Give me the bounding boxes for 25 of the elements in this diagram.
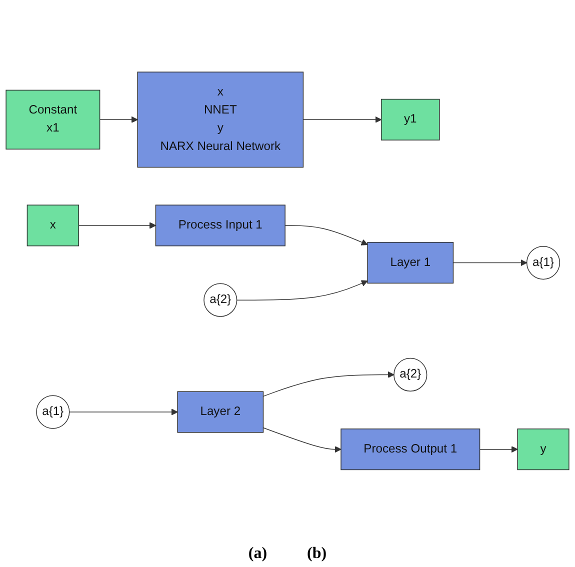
arrow xyxy=(302,116,382,123)
node-box: Process Output 1 xyxy=(340,428,480,470)
arrow xyxy=(262,371,394,396)
node-circle: a{1} xyxy=(36,394,70,428)
node-box: Constant x1 xyxy=(6,89,100,150)
node-circle: a{2} xyxy=(394,358,428,392)
arrow xyxy=(68,408,178,415)
node-box: y1 xyxy=(380,98,440,140)
panel-label: (a) xyxy=(248,545,268,563)
arrow xyxy=(236,280,368,300)
arrow xyxy=(262,426,342,452)
arrow xyxy=(78,222,156,228)
node-box: x NNET y NARX Neural Network xyxy=(137,71,304,168)
node-box: Process Input 1 xyxy=(155,204,286,246)
node-box: Layer 1 xyxy=(367,242,454,284)
arrow xyxy=(284,224,368,245)
node-box: y xyxy=(517,428,570,470)
node-circle: a{1} xyxy=(526,246,560,280)
arrow xyxy=(99,116,138,123)
node-box: x xyxy=(26,204,79,246)
panel-label: (b) xyxy=(307,545,327,563)
arrow xyxy=(479,446,518,452)
node-box: Layer 2 xyxy=(177,390,264,432)
arrow xyxy=(452,259,528,266)
node-circle: a{2} xyxy=(204,282,238,316)
